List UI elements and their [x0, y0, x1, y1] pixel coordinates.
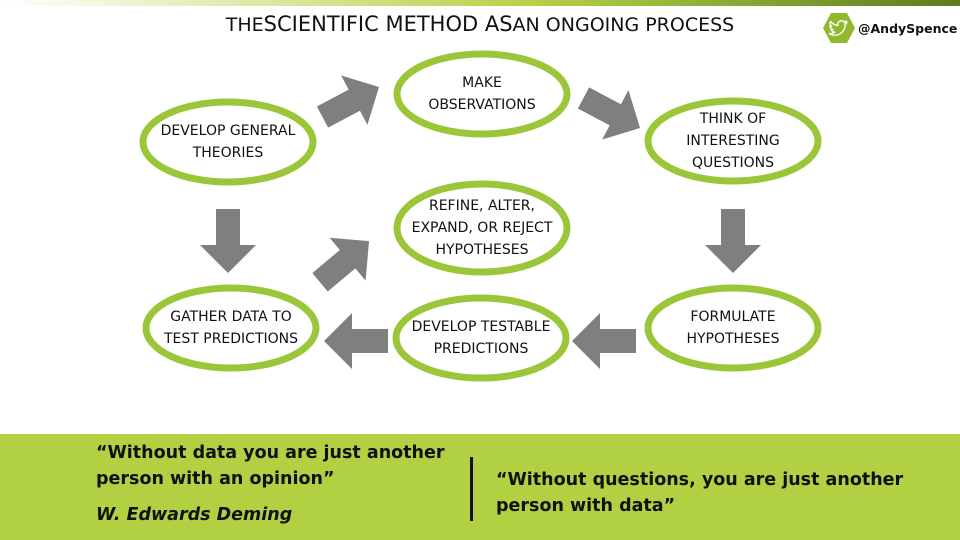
- title-part-2: SCIENTIFIC METHOD AS: [263, 12, 513, 36]
- node-gather-ring: [142, 284, 320, 372]
- arrow-theories-to-observations: [309, 62, 393, 142]
- node-observations: MAKE OBSERVATIONS: [428, 75, 536, 113]
- quote-right: “Without questions, you are just another…: [496, 470, 904, 516]
- quote-author: W. Edwards Deming: [96, 505, 293, 525]
- top-accent-bar: [0, 0, 960, 6]
- arrow-observations-to-questions: [570, 73, 654, 153]
- twitter-badge[interactable]: @AndySpence: [822, 12, 957, 44]
- node-refine: REFINE, ALTER, EXPAND, OR REJECT HYPOTHE…: [411, 198, 553, 258]
- quote-left: “Without data you are just another perso…: [96, 443, 445, 489]
- node-questions-ring: [644, 97, 822, 185]
- quote-divider: [470, 457, 473, 521]
- twitter-handle: @AndySpence: [858, 20, 958, 36]
- twitter-bird-icon: [823, 13, 855, 43]
- node-theories-ring: [139, 98, 317, 186]
- arrow-theories-to-gather: [200, 209, 256, 273]
- node-theories: DEVELOP GENERAL THEORIES: [160, 123, 296, 161]
- arrow-questions-to-hypotheses: [705, 209, 761, 273]
- node-predictions-ring: [392, 294, 570, 382]
- process-diagram: [139, 50, 822, 382]
- node-hypotheses-ring: [644, 284, 822, 372]
- quote-band: [0, 434, 960, 540]
- arrow-predictions-to-gather: [324, 313, 388, 369]
- title-part-1: THE: [225, 14, 264, 36]
- node-gather: GATHER DATA TO TEST PREDICTIONS: [163, 309, 299, 347]
- arrow-hypotheses-to-predictions: [572, 313, 636, 369]
- node-questions: THINK OF INTERESTING QUESTIONS: [686, 111, 780, 171]
- title-part-3: AN ONGOING PROCESS: [512, 14, 735, 36]
- node-predictions: DEVELOP TESTABLE PREDICTIONS: [411, 319, 551, 357]
- node-refine-ring: [393, 180, 571, 276]
- page-title: THE SCIENTIFIC METHOD AS AN ONGOING PROC…: [0, 12, 960, 36]
- node-hypotheses: FORMULATE HYPOTHESES: [686, 309, 780, 347]
- node-observations-ring: [393, 50, 571, 138]
